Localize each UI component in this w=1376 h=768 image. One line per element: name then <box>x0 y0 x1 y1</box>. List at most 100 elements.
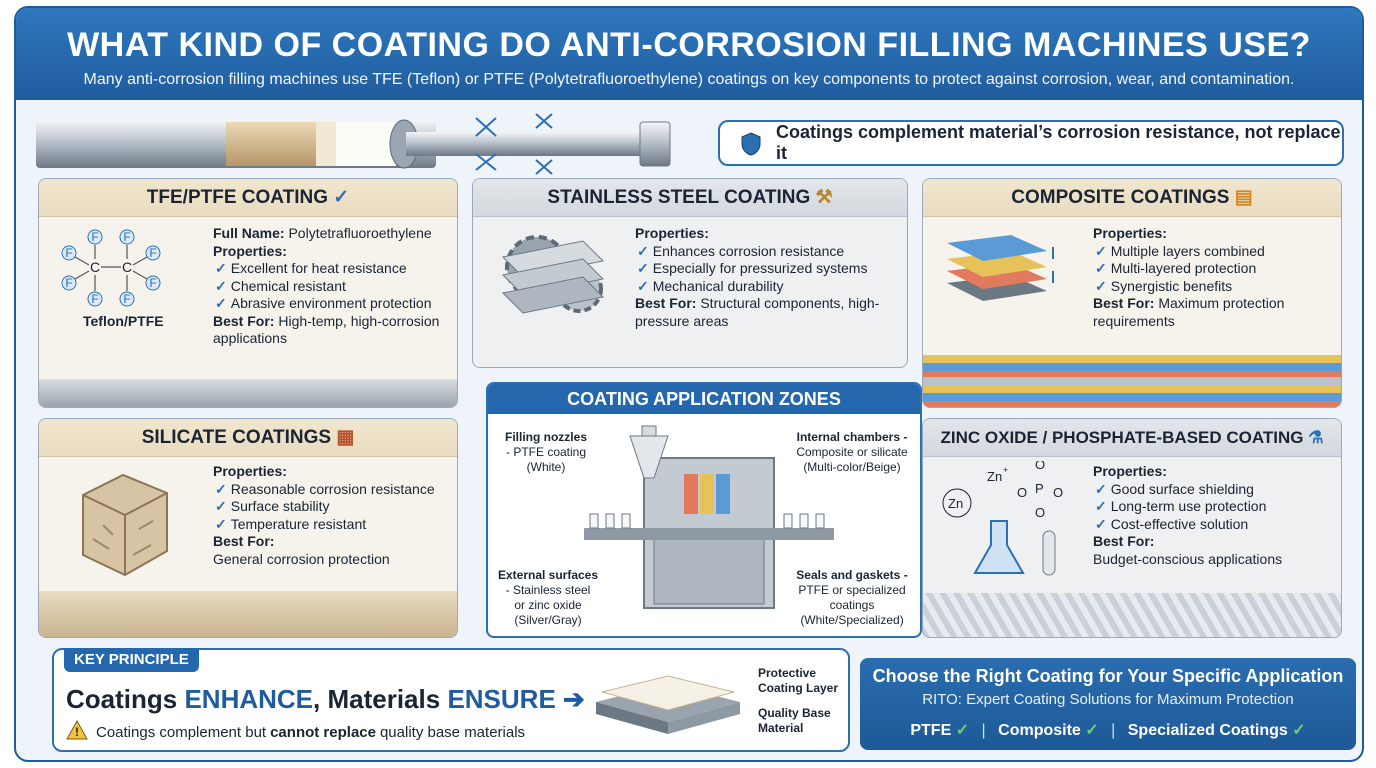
fullname-label: Full Name: <box>213 225 285 241</box>
property-item: Good surface shielding <box>1093 481 1333 499</box>
svg-text:Zn: Zn <box>987 469 1002 484</box>
coated-pipe-illustration <box>36 108 716 180</box>
crystal-surface <box>923 593 1341 637</box>
ptfe-title: TFE/PTFE COATING ✓ <box>39 179 457 217</box>
svg-text:O: O <box>1035 505 1045 520</box>
zone-name: Seals and gaskets - <box>796 568 908 582</box>
note-callout: Coatings complement material’s corrosion… <box>718 120 1344 166</box>
best-for-label: Best For: <box>213 312 275 329</box>
properties-label: Properties: <box>1093 225 1167 241</box>
headline-part: , Materials <box>313 684 448 714</box>
properties-label: Properties: <box>213 242 287 259</box>
warning-text: quality base materials <box>379 723 526 741</box>
warning-text: Coatings complement but <box>96 723 267 741</box>
svg-text:F: F <box>123 292 130 306</box>
zone-color: (White) <box>526 460 566 474</box>
property-item: Synergistic benefits <box>1093 278 1333 296</box>
stainless-title: STAINLESS STEEL COATING ⚒ <box>473 179 907 217</box>
zone-seals-gaskets: Seals and gaskets - PTFE or specialized … <box>784 568 920 628</box>
flask-icon: ⚗ <box>1308 428 1324 447</box>
stone-block-icon <box>82 473 168 577</box>
zone-color: (Multi-color/Beige) <box>803 460 901 474</box>
silicate-card: SILICATE COATINGS ▦ Properties: Reasonab… <box>38 418 458 638</box>
property-item: Surface stability <box>213 498 453 516</box>
svg-text:F: F <box>91 230 98 244</box>
header: WHAT KIND OF COATING DO ANTI-CORROSION F… <box>16 8 1362 100</box>
separator: | <box>981 722 986 739</box>
ptfe-best-row: Best For: High-temp, high-corrosion appl… <box>213 313 453 348</box>
property-item: Multiple layers combined <box>1093 243 1333 261</box>
properties-label: Properties: <box>635 225 709 241</box>
svg-text:C: C <box>90 259 100 275</box>
crane-icon: ⚒ <box>815 187 833 208</box>
svg-text:+: + <box>1003 465 1008 475</box>
cta-item: Specialized Coatings <box>1127 722 1288 739</box>
ptfe-fullname-row: Full Name: Polytetrafluoroethylene <box>213 225 453 243</box>
silicate-details: Properties: Reasonable corrosion resista… <box>213 463 453 568</box>
zone-internal-chambers: Internal chambers - Composite or silicat… <box>784 430 920 475</box>
zones-title: COATING APPLICATION ZONES <box>488 384 920 414</box>
zone-detail: PTFE or specialized <box>798 583 906 597</box>
svg-text:O: O <box>1035 461 1045 472</box>
composite-layers-icon <box>947 235 1054 301</box>
cta-coating-list: PTFE ✓ | Composite ✓ | Specialized Coati… <box>860 720 1356 740</box>
cta-subheading: RITO: Expert Coating Solutions for Maxim… <box>922 691 1294 708</box>
property-item: Excellent for heat resistance <box>213 260 453 278</box>
best-for-value: Budget-conscious applications <box>1093 550 1283 567</box>
properties-label: Properties: <box>1093 463 1167 479</box>
silicate-title-text: SILICATE COATINGS <box>141 427 332 448</box>
svg-text:Zn: Zn <box>948 496 963 511</box>
best-for-label: Best For: <box>213 533 275 549</box>
svg-text:F: F <box>91 292 98 306</box>
property-item: Reasonable corrosion resistance <box>213 481 453 499</box>
metal-plate <box>39 379 457 407</box>
shield-check-icon: ✓ <box>333 187 350 208</box>
composite-card: COMPOSITE COATINGS ▤ Properties: Multipl… <box>922 178 1342 408</box>
coating-layers-diagram <box>596 675 740 734</box>
zone-name: Filling nozzles <box>504 430 587 444</box>
svg-text:O: O <box>1017 485 1027 500</box>
cta-heading: Choose the Right Coating for Your Specif… <box>872 666 1344 686</box>
arrow-right-icon: ➔ <box>563 684 585 714</box>
property-item: Long-term use protection <box>1093 498 1333 516</box>
cta-panel: Choose the Right Coating for Your Specif… <box>860 658 1356 750</box>
zone-detail: Composite or silicate <box>796 445 908 459</box>
check-icon: ✓ <box>955 722 970 739</box>
note-text: Coatings complement material’s corrosion… <box>776 122 1341 163</box>
layer-label-coating: Protective Coating Layer <box>758 666 839 695</box>
best-for-label: Best For: <box>1093 533 1155 549</box>
shield-icon <box>740 132 762 161</box>
silicate-title: SILICATE COATINGS ▦ <box>39 419 457 457</box>
key-principle-warning: ! Coatings complement but cannot replace… <box>66 719 526 744</box>
zone-detail: or zinc oxide <box>514 598 582 612</box>
ptfe-details: Full Name: Polytetrafluoroethylene Prope… <box>213 225 453 348</box>
svg-text:O: O <box>1053 485 1063 500</box>
zone-color: (Silver/Gray) <box>514 613 582 627</box>
stainless-details: Properties: Enhances corrosion resistanc… <box>635 225 895 330</box>
property-item: Temperature resistant <box>213 516 453 534</box>
best-for-value: Structural components, high-pressure are… <box>635 295 880 329</box>
headline-emphasis: ENHANCE <box>184 684 314 714</box>
layers-icon: ▤ <box>1234 187 1253 208</box>
check-icon: ✓ <box>1292 722 1306 739</box>
property-item: Especially for pressurized systems <box>635 260 895 278</box>
zone-name: External surfaces <box>497 568 599 582</box>
best-for-value: General corrosion protection <box>213 550 390 567</box>
molecule-caption: Teflon/PTFE <box>83 313 164 329</box>
svg-text:F: F <box>123 230 130 244</box>
composite-title: COMPOSITE COATINGS ▤ <box>923 179 1341 217</box>
zone-filling-nozzles: Filling nozzles - PTFE coating (White) <box>498 430 594 475</box>
concrete-surface <box>39 591 457 637</box>
properties-label: Properties: <box>213 463 287 479</box>
page-title: WHAT KIND OF COATING DO ANTI-CORROSION F… <box>67 26 1311 64</box>
cta-item: PTFE <box>910 722 952 739</box>
warning-emphasis: cannot replace <box>270 723 376 741</box>
composite-best-row: Best For: Maximum protection requirement… <box>1093 295 1333 330</box>
zinc-title: ZINC OXIDE / PHOSPHATE-BASED COATING ⚗ <box>923 419 1341 457</box>
svg-text:F: F <box>149 246 156 260</box>
layered-plate <box>923 355 1341 407</box>
svg-text:F: F <box>65 276 72 290</box>
